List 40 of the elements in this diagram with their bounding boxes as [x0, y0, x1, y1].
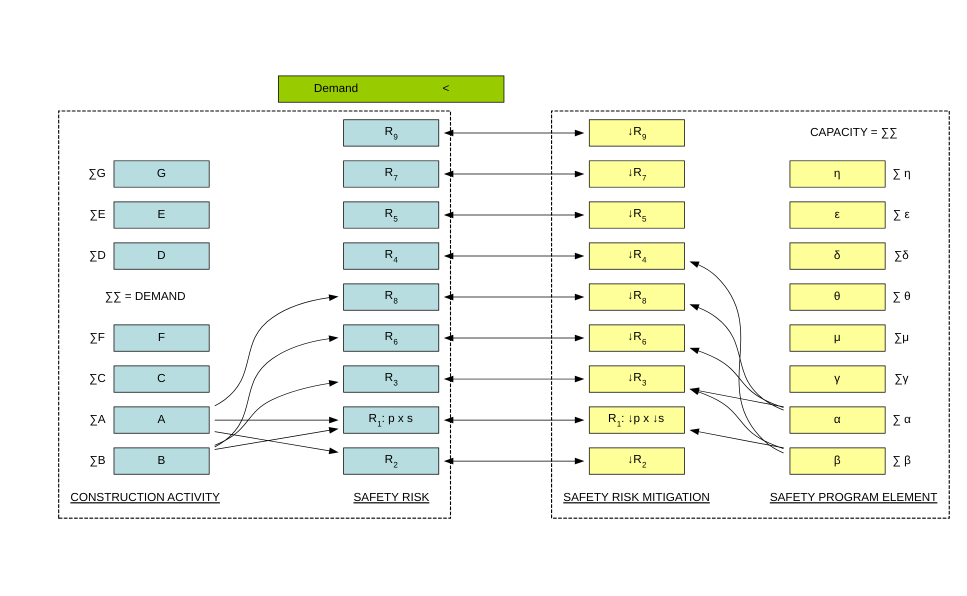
- arrow: [444, 334, 584, 341]
- arrow: [444, 129, 584, 136]
- arrow: [444, 170, 584, 177]
- label: ∑∑ = DEMAND: [104, 289, 186, 302]
- arrow: [444, 211, 584, 218]
- node-label: ∑ η: [892, 166, 911, 180]
- node-label: ∑B: [89, 453, 106, 466]
- node-label: ∑E: [89, 207, 106, 220]
- arrow: [690, 388, 784, 448]
- node-label: ∑δ: [894, 248, 909, 262]
- arrow: [689, 428, 784, 448]
- node-label: ∑G: [88, 166, 106, 180]
- arrow: [214, 380, 339, 446]
- arrow: [214, 334, 339, 447]
- node-label: ∑ α: [892, 412, 911, 426]
- arrow: [444, 293, 584, 300]
- node-label: ∑F: [89, 330, 105, 344]
- arrow: [444, 252, 584, 259]
- cluster: [58, 110, 452, 518]
- arrow: [444, 416, 584, 423]
- label: CAPACITY = ∑∑: [810, 125, 898, 138]
- arrow: [444, 375, 584, 382]
- arrow: [214, 416, 339, 423]
- arrow: [444, 457, 584, 464]
- node-label: ∑ ε: [892, 207, 910, 220]
- node-label: ∑D: [89, 248, 106, 262]
- cluster: [551, 110, 950, 518]
- label: CONSTRUCTION ACTIVITY: [70, 490, 220, 504]
- label: SAFETY RISK MITIGATION: [563, 490, 710, 504]
- label: SAFETY RISK: [353, 490, 430, 504]
- node-label: ∑ β: [892, 453, 911, 466]
- node-label: ∑μ: [894, 330, 910, 344]
- arrow: [214, 430, 339, 454]
- node-label: ∑A: [89, 412, 106, 426]
- label: SAFETY PROGRAM ELEMENT: [770, 490, 938, 504]
- arrow: [214, 294, 339, 406]
- node-label: ∑C: [89, 371, 106, 384]
- arrow: [214, 426, 339, 450]
- node-label: ∑γ: [894, 371, 909, 384]
- node-label: ∑ θ: [892, 289, 911, 302]
